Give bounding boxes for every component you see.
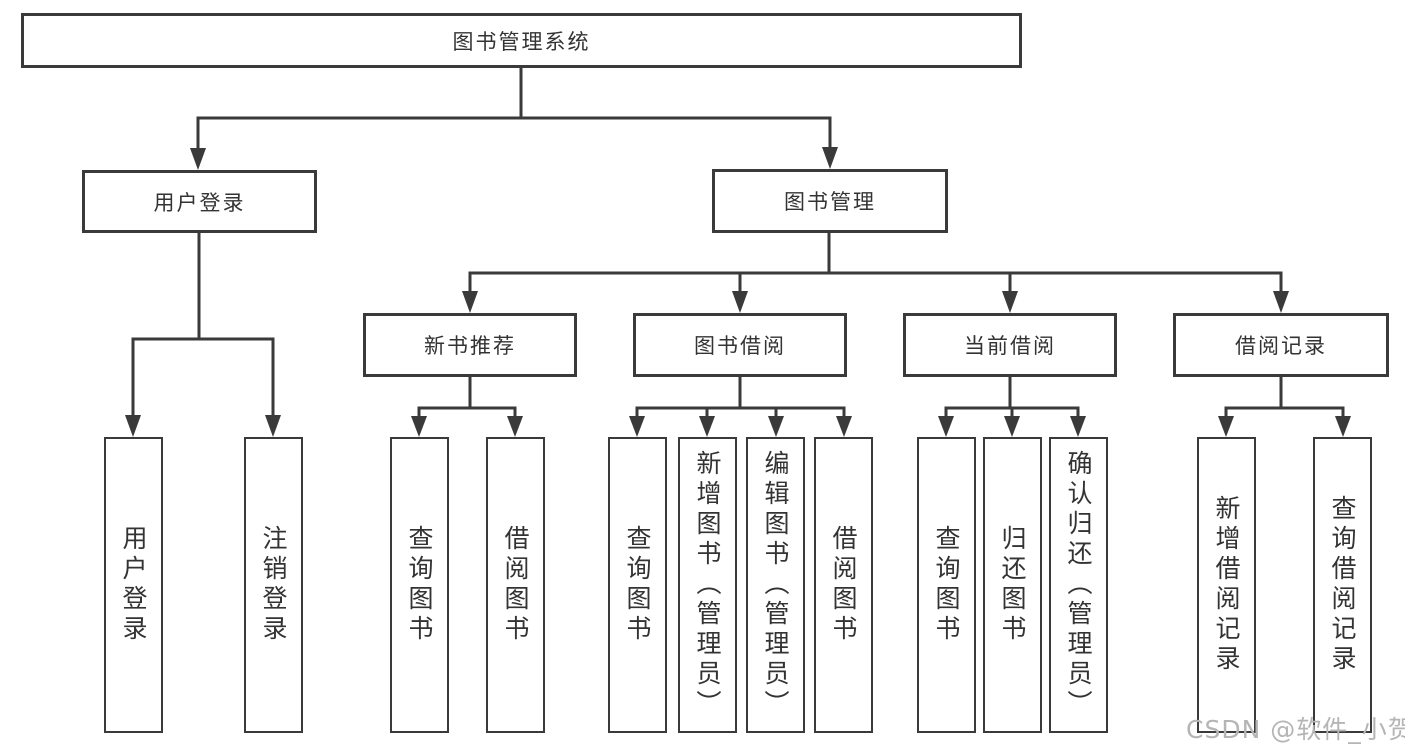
node-user-login: 用户登录 [82, 170, 317, 233]
leaf-label: 新增图书（管理员） [693, 450, 722, 720]
leaf-borrow-edit-book-admin: 编辑图书（管理员） [746, 437, 805, 733]
leaf-label: 借阅图书 [829, 525, 858, 645]
node-label: 图书借阅 [694, 334, 786, 358]
node-root: 图书管理系统 [21, 13, 1022, 68]
leaf-newbook-query-book: 查询图书 [390, 437, 449, 733]
leaf-label: 查询借阅记录 [1328, 495, 1357, 675]
node-label: 当前借阅 [964, 334, 1056, 358]
leaf-borrow-query-book: 查询图书 [608, 437, 667, 733]
node-label: 借阅记录 [1235, 334, 1327, 358]
connector-user-login-to-leaves [125, 230, 281, 437]
leaf-label: 编辑图书（管理员） [761, 450, 790, 720]
leaf-user-login: 用户登录 [104, 437, 163, 733]
connector-book-borrow-to-leaves [629, 374, 852, 437]
leaf-label: 注销登录 [259, 525, 288, 645]
leaf-label: 确认归还（管理员） [1064, 450, 1093, 720]
node-label: 新书推荐 [424, 334, 516, 358]
node-label: 用户登录 [153, 190, 246, 215]
node-book-borrowing: 图书借阅 [633, 313, 847, 377]
leaf-label: 用户登录 [119, 525, 148, 645]
connector-new-book-to-leaves [411, 374, 523, 437]
watermark-text: CSDN @软件_小贺同学 [1186, 715, 1405, 744]
node-new-book-recommendation: 新书推荐 [363, 313, 577, 377]
connector-current-borrow-to-leaves [938, 374, 1086, 437]
leaf-label: 查询图书 [405, 525, 434, 645]
node-borrowing-records: 借阅记录 [1173, 313, 1389, 377]
leaf-label: 查询图书 [932, 525, 961, 645]
leaf-label: 归还图书 [998, 525, 1027, 645]
leaf-borrow-add-book-admin: 新增图书（管理员） [678, 437, 737, 733]
connector-book-management-to-level3 [462, 230, 1289, 313]
leaf-logout: 注销登录 [244, 437, 303, 733]
leaf-label: 新增借阅记录 [1212, 495, 1241, 675]
node-label: 图书管理系统 [452, 29, 591, 54]
leaf-current-confirm-return-admin: 确认归还（管理员） [1049, 437, 1108, 733]
leaf-label: 借阅图书 [501, 525, 530, 645]
node-label: 图书管理 [784, 190, 876, 214]
leaf-newbook-borrow-book: 借阅图书 [486, 437, 545, 733]
node-book-management: 图书管理 [712, 169, 948, 233]
leaf-record-add-record: 新增借阅记录 [1197, 437, 1256, 733]
connector-root-to-level2 [190, 64, 838, 170]
connector-borrow-record-to-leaves [1218, 374, 1351, 437]
leaf-record-query-record: 查询借阅记录 [1313, 437, 1372, 733]
leaf-current-return-book: 归还图书 [983, 437, 1042, 733]
node-current-borrowing: 当前借阅 [903, 313, 1117, 377]
leaf-current-query-book: 查询图书 [917, 437, 976, 733]
leaf-borrow-borrow-book: 借阅图书 [814, 437, 873, 733]
leaf-label: 查询图书 [623, 525, 652, 645]
